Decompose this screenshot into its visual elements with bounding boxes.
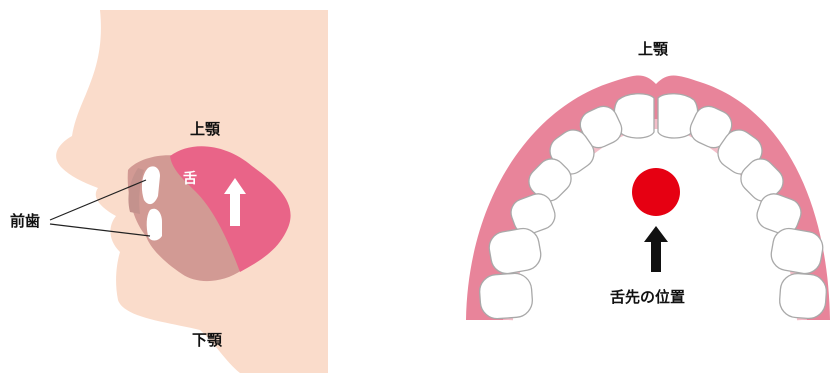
tongue-label: 舌 — [183, 168, 197, 188]
top-view — [466, 76, 830, 321]
tongue-tip-position-label: 舌先の位置 — [610, 286, 685, 307]
side-upper-jaw-label: 上顎 — [190, 118, 220, 139]
tongue-tip-dot — [632, 168, 680, 216]
top-upper-jaw-label: 上顎 — [638, 38, 668, 59]
side-lower-jaw-label: 下顎 — [192, 329, 222, 350]
tooth-molar2-right — [779, 272, 828, 319]
side-view — [50, 10, 328, 373]
front-teeth-label: 前歯 — [10, 210, 40, 231]
tooth-molar2-left — [479, 272, 534, 320]
